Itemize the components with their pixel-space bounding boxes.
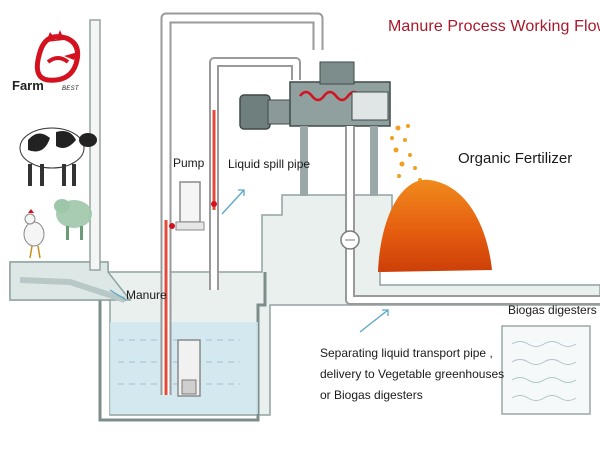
spill-pipe-arrow (221, 189, 245, 215)
screw-separator (239, 61, 391, 196)
separating-pipe-arrow (359, 309, 389, 333)
biogas-digester (501, 325, 591, 415)
page-title: Manure Process Working Flow (388, 18, 600, 35)
label-manure: Manure (126, 288, 167, 302)
manure-arrow (109, 289, 127, 301)
manure-chute (19, 277, 126, 303)
label-organic-fertilizer: Organic Fertilizer (458, 150, 573, 167)
label-biogas-digesters: Biogas digesters (508, 303, 597, 317)
label-separating-pipe: Separating liquid transport pipe , deliv… (320, 343, 504, 406)
label-pump: Pump (173, 156, 205, 170)
pig-icon (54, 199, 92, 240)
chicken-icon (23, 209, 45, 259)
pump-body (175, 181, 205, 397)
farmbest-logo-icon (34, 30, 81, 83)
logo-tag: BEST (62, 86, 79, 92)
fertilizer-particles (390, 124, 422, 182)
label-liquid-spill-pipe: Liquid spill pipe (228, 157, 311, 171)
separating-line-2: delivery to Vegetable greenhouses (320, 367, 505, 381)
logo-text: Farm (12, 78, 44, 93)
organic-fertilizer-pile (378, 179, 492, 272)
separating-line-3: or Biogas digesters (320, 388, 423, 402)
cow-icon (19, 127, 97, 186)
separating-line-1: Separating liquid transport pipe , (320, 346, 493, 360)
